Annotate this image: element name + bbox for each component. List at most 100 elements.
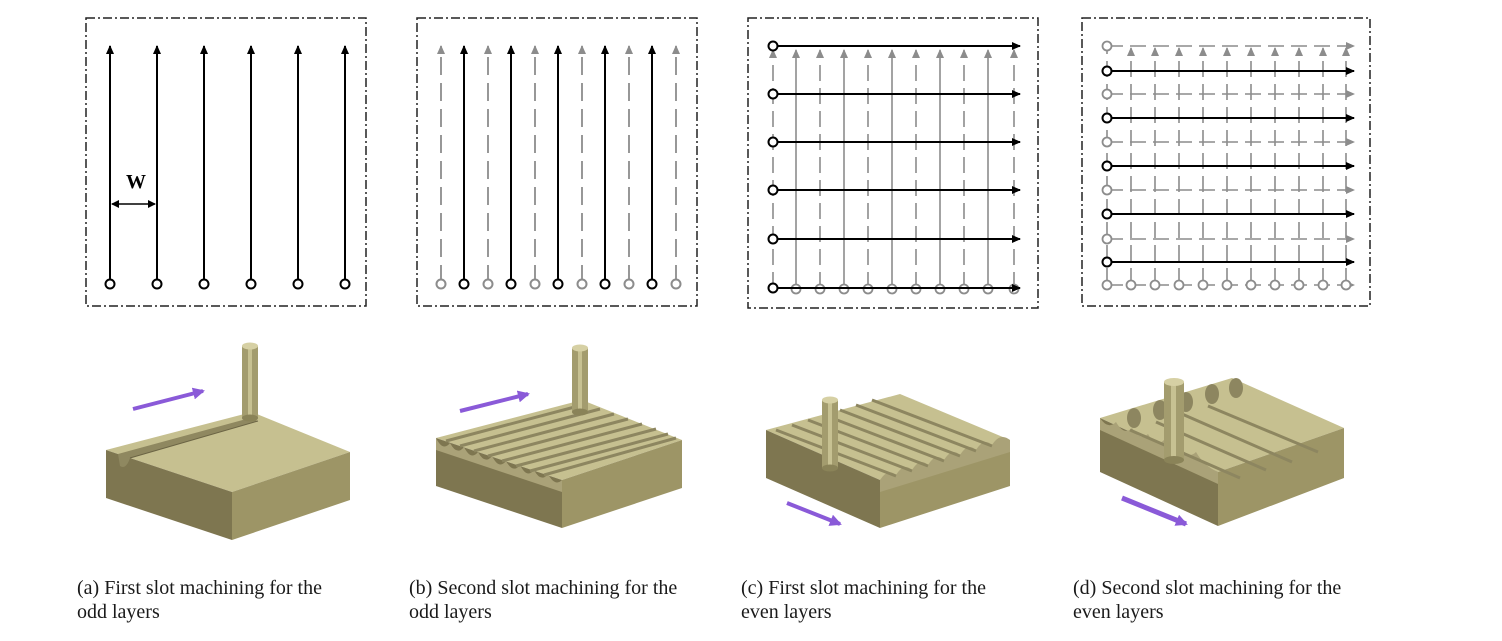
start-point: [767, 136, 779, 148]
panel-b-start-points: [435, 278, 682, 290]
machined-slot: [118, 418, 258, 467]
caption-line: (a) First slot machining for the: [77, 577, 322, 599]
start-point: [482, 278, 494, 290]
start-point: [599, 278, 611, 290]
start-point: [767, 88, 779, 100]
start-point: [623, 278, 635, 290]
workpiece-side-face: [232, 452, 350, 540]
slot-ridge: [1207, 404, 1319, 454]
start-point: [1101, 112, 1113, 124]
feed-direction-arrow: [459, 390, 530, 413]
caption-a: (a) First slot machining for the odd lay…: [77, 576, 387, 624]
feed-direction-arrow: [1121, 495, 1188, 527]
workpiece-top-face: [106, 412, 350, 492]
start-point: [670, 278, 682, 290]
start-point: [1125, 279, 1137, 291]
start-point: [1101, 40, 1113, 52]
slot-width-dimension: W: [111, 171, 156, 208]
start-point: [1340, 279, 1352, 291]
caption-line: odd layers: [77, 601, 160, 623]
panel-c-slot-paths: [773, 42, 1021, 292]
start-point: [1221, 279, 1233, 291]
panel-c-workpiece: [766, 394, 1010, 528]
tool-highlight: [828, 400, 832, 468]
start-point: [1101, 65, 1113, 77]
slot-ridge: [543, 436, 677, 477]
workpiece-front-face: [106, 450, 232, 540]
slot-ridge: [445, 402, 587, 443]
start-point: [1101, 256, 1113, 268]
front-wave-edge: [436, 438, 562, 492]
panel-d-start-points: [1101, 65, 1113, 268]
pocket: [1153, 400, 1167, 420]
start-point: [767, 184, 779, 196]
panel-a-border: [85, 17, 367, 307]
start-point: [767, 233, 779, 245]
tool-tip: [242, 414, 258, 422]
panel-c-border: [747, 17, 1039, 309]
start-point: [198, 278, 210, 290]
start-point: [1173, 279, 1185, 291]
slot-ridge: [791, 423, 913, 473]
panel-a-start-points: [104, 278, 351, 290]
start-point: [1197, 279, 1209, 291]
start-point: [1149, 279, 1161, 291]
start-point: [339, 278, 351, 290]
panel-a-slot-paths: [106, 45, 349, 283]
slot-ridge: [855, 403, 977, 453]
machined-pockets: [1127, 378, 1243, 428]
side-wave-edge: [880, 436, 1010, 492]
start-point: [767, 40, 779, 52]
panel-c-previous-paths: [769, 49, 1018, 288]
slot-ridge: [515, 427, 657, 468]
caption-line: (c) First slot machining for the: [741, 577, 986, 599]
panel-b-previous-paths: [437, 45, 680, 283]
start-point: [435, 278, 447, 290]
end-mill-tool: [572, 344, 588, 416]
start-point: [1317, 279, 1329, 291]
end-mill-tool: [242, 342, 258, 422]
start-point: [104, 278, 116, 290]
caption-line: (b) Second slot machining for the: [409, 577, 678, 599]
feed-direction-arrow: [786, 501, 842, 526]
panel-d-workpiece: [1100, 378, 1344, 527]
start-point: [1245, 279, 1257, 291]
panel-b-toolpath: [416, 17, 698, 307]
pocket: [1229, 378, 1243, 398]
start-point: [505, 278, 517, 290]
start-point: [1293, 279, 1305, 291]
start-point: [245, 278, 257, 290]
tool-highlight: [1171, 382, 1176, 460]
tool-tip: [572, 408, 588, 416]
panel-a-toolpath: W: [85, 17, 367, 307]
panel-b-workpiece: [436, 344, 682, 528]
start-point: [552, 278, 564, 290]
tool-top: [822, 396, 838, 404]
start-point: [458, 278, 470, 290]
workpiece-front-face: [1100, 418, 1218, 526]
start-point: [151, 278, 163, 290]
start-point: [646, 278, 658, 290]
slot-edge: [129, 420, 259, 459]
panel-b-border: [416, 17, 698, 307]
end-mill-tool: [822, 396, 838, 472]
workpiece-side-face: [1218, 428, 1344, 526]
caption-b: (b) Second slot machining for the odd la…: [409, 576, 719, 624]
start-point: [576, 278, 588, 290]
panel-b-slot-paths: [460, 45, 656, 283]
start-point: [1269, 279, 1281, 291]
start-point: [1101, 136, 1113, 148]
feed-direction-arrow: [132, 387, 205, 411]
tool-tip: [1164, 456, 1184, 464]
start-point: [1101, 233, 1113, 245]
slot-ridge: [473, 412, 615, 453]
panel-a-workpiece: [106, 342, 350, 540]
caption-line: (d) Second slot machining for the: [1073, 577, 1342, 599]
start-point: [292, 278, 304, 290]
slot-ridge: [487, 417, 629, 458]
slot-ridge: [871, 398, 993, 448]
caption-line: odd layers: [409, 601, 492, 623]
slot-ridge: [1129, 428, 1241, 480]
caption-c: (c) First slot machining for the even la…: [741, 576, 1051, 624]
workpiece-front-face: [766, 430, 880, 528]
